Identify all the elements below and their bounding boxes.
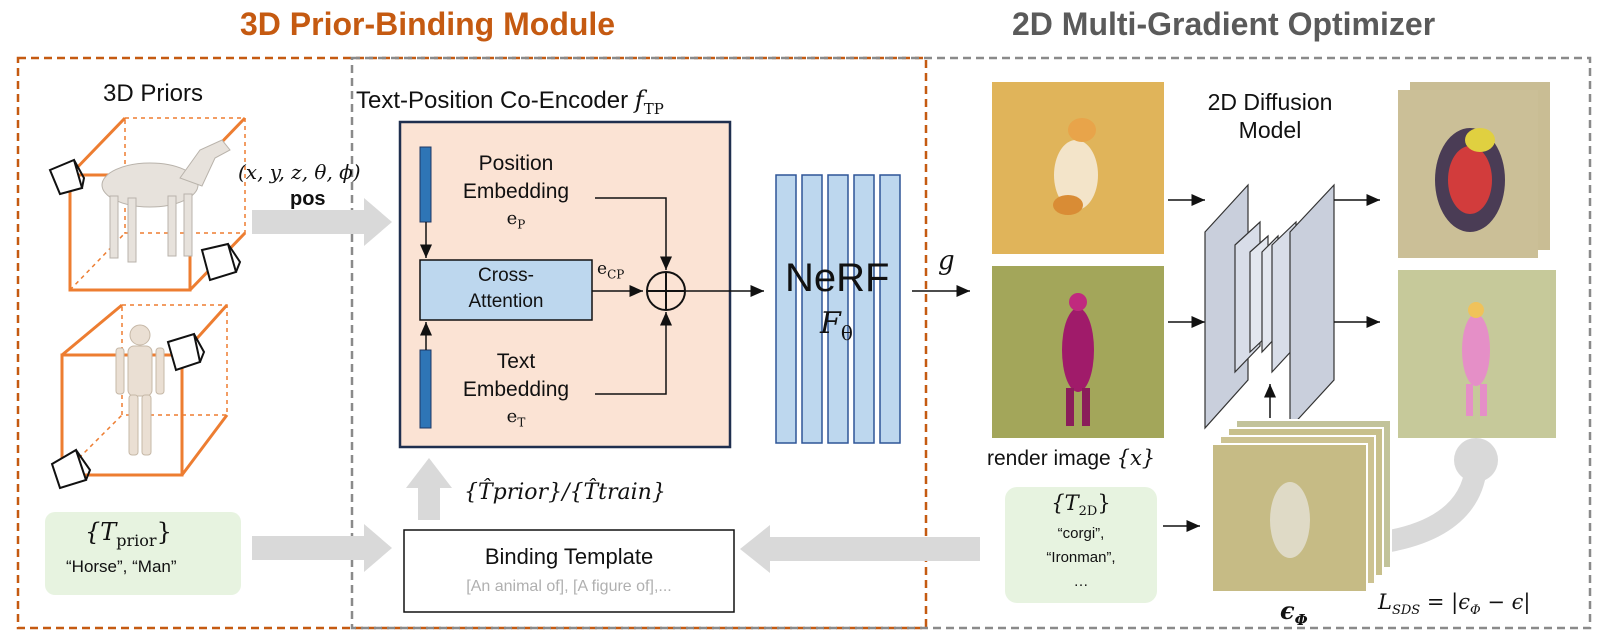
prior-examples: “Horse”, “Man” <box>66 557 177 576</box>
t2d-label: {T2D} <box>1005 491 1157 519</box>
text-symbol-e: e <box>506 406 518 427</box>
position-line1: Position <box>478 152 554 175</box>
render-label: render image {x} <box>987 446 1155 471</box>
t2d-sub: 2D <box>1078 504 1098 520</box>
nerf-symbol: Fθ <box>820 306 853 345</box>
diffusion-label: 2D Diffusion Model <box>1190 88 1350 144</box>
sum-node <box>646 271 686 311</box>
ecp-e: e <box>597 259 608 279</box>
prior-text-box <box>45 512 241 595</box>
render-label-symbol: {x} <box>1116 446 1156 470</box>
template-to-encoder-arrow <box>406 458 452 520</box>
loss-label: LSDS = |ϵΦ − ϵ| <box>1378 590 1530 618</box>
nerf-output-label: g <box>938 246 955 276</box>
position-symbol: eP <box>446 208 586 232</box>
prior-set-close: } <box>156 518 172 546</box>
module-title: 3D Prior-Binding Module <box>240 6 616 42</box>
binding-template-box <box>403 529 735 613</box>
man-shape <box>115 324 165 456</box>
render-image-ironman <box>992 266 1164 438</box>
render-image-corgi <box>992 82 1164 254</box>
pos-arrow <box>252 198 392 246</box>
position-line2: Embedding <box>462 180 570 203</box>
nerf-network <box>775 174 901 444</box>
encoder-title-text: Text-Position Co-Encoder <box>356 87 629 114</box>
position-embedding-label: Position Embedding eP <box>446 152 586 232</box>
prior-set-open: {T <box>85 518 117 546</box>
position-symbol-e: e <box>506 208 518 229</box>
prior-text-arrow <box>252 524 392 572</box>
t2d-item: “corgi”, <box>1057 525 1105 542</box>
loss-sub: SDS <box>1391 603 1421 619</box>
ecp-sub: CP <box>607 267 625 282</box>
prior-set-sub: prior <box>116 530 157 550</box>
text-line1: Text <box>496 350 536 373</box>
loss-rhs: = |ϵ <box>1426 590 1470 614</box>
cross-attention-box <box>419 259 593 321</box>
diffusion-line1: 2D Diffusion <box>1207 89 1333 115</box>
pos-label: pos <box>290 188 326 210</box>
loss-rhs-sub: Φ <box>1469 603 1481 619</box>
t2d-text-box <box>1005 487 1157 603</box>
position-embedding-bar <box>419 146 432 223</box>
text-embedding-label: Text Embedding eT <box>446 350 586 430</box>
t2d-close: } <box>1097 491 1111 515</box>
output-image-denoised <box>1398 270 1556 438</box>
text-symbol: eT <box>446 406 586 430</box>
horse-shape <box>101 139 231 263</box>
noise-image-stack <box>1211 419 1392 593</box>
nerf-label: NeRF <box>785 256 890 300</box>
t2d-item: … <box>1073 573 1089 590</box>
t2d-open: {T <box>1051 491 1079 515</box>
cross-line1: Cross- <box>478 265 534 286</box>
nerf-symbol-sub: θ <box>840 321 853 345</box>
render-label-text: render image <box>987 447 1111 470</box>
diffusion-model <box>1204 183 1335 430</box>
noise-label: ϵΦ <box>1280 596 1308 629</box>
encoder-title-sub: TP <box>643 99 664 118</box>
text-embedding-bar <box>419 349 432 429</box>
template-title: Binding Template <box>484 544 654 569</box>
encoder-title: Text-Position Co-Encoder fTP <box>356 86 664 118</box>
loss-feedback-node <box>1454 438 1498 482</box>
optimizer-border <box>350 56 1592 630</box>
camera-icon <box>166 332 206 372</box>
t2d-to-template-arrow <box>740 525 980 573</box>
noise-sub: Φ <box>1294 610 1308 629</box>
cross-attention-label: Cross- Attention <box>420 263 592 315</box>
camera-icon <box>50 448 92 490</box>
encoder-title-symbol: f <box>634 86 644 114</box>
camera-icon <box>48 158 86 196</box>
priors-title: 3D Priors <box>103 80 204 107</box>
pos-tuple: (x, y, z, θ, ϕ) <box>238 160 361 184</box>
noise-symbol: ϵ <box>1280 596 1295 625</box>
position-symbol-sub: P <box>517 217 526 232</box>
t2d-item: “Ironman”, <box>1046 549 1116 566</box>
template-examples: [An animal of], [A figure of],... <box>466 578 672 595</box>
t2d-items: “corgi”, “Ironman”, … <box>1005 522 1157 594</box>
encoder-input-label: {T̂prior}/{T̂train} <box>464 480 666 505</box>
output-image-noisy <box>1398 82 1550 258</box>
text-symbol-sub: T <box>517 415 526 430</box>
optimizer-title: 2D Multi-Gradient Optimizer <box>1012 6 1436 42</box>
loss-tail: − ϵ| <box>1487 590 1531 614</box>
nerf-symbol-f: F <box>820 306 841 341</box>
text-line2: Embedding <box>462 378 570 401</box>
camera-icon <box>200 242 242 282</box>
diffusion-line2: Model <box>1238 117 1302 143</box>
prior-set-label: {Tprior} <box>85 518 172 550</box>
ecp-label: eCP <box>597 259 624 281</box>
cross-line2: Attention <box>468 291 544 312</box>
loss-l: L <box>1378 590 1392 614</box>
